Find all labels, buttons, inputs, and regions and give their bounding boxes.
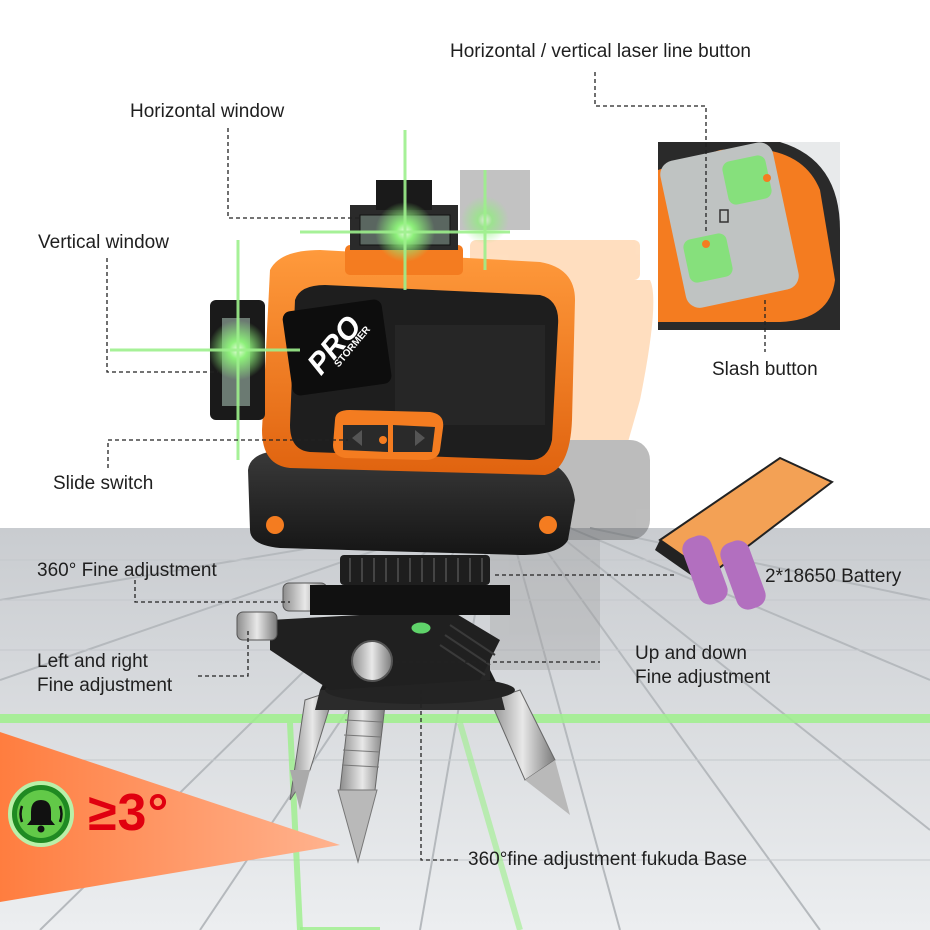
brand-logo: PRO STORMER — [282, 299, 392, 396]
bell-alarm-icon — [8, 781, 74, 847]
label-horizontal-window: Horizontal window — [130, 101, 285, 122]
tripod-base — [236, 555, 570, 864]
label-battery: 2*18650 Battery — [765, 566, 902, 587]
label-vertical-window: Vertical window — [38, 232, 169, 253]
hv-laser-line-button — [722, 155, 772, 205]
slash-button — [683, 233, 733, 283]
leg-right — [489, 689, 570, 815]
alarm-angle-text: ≥3° — [88, 784, 170, 842]
label-up-down-adjustment: Up and down Fine adjustment — [635, 642, 770, 690]
label-up-down-line2: Fine adjustment — [635, 667, 771, 688]
laser-line-floor — [0, 714, 930, 930]
label-up-down-line1: Up and down — [635, 643, 747, 664]
button-closeup-inset — [658, 142, 840, 330]
label-slide-switch: Slide switch — [53, 473, 154, 494]
label-left-right-line2: Fine adjustment — [37, 675, 173, 696]
label-left-right-adjustment: Left and right Fine adjustment — [37, 650, 172, 698]
alarm-banner — [0, 732, 340, 902]
slide-switch — [333, 410, 444, 460]
laser-level-body: PRO STORMER — [110, 130, 575, 555]
label-left-right-line1: Left and right — [37, 651, 148, 672]
leader-lines — [106, 72, 766, 861]
leg-front — [337, 699, 386, 864]
label-base: 360°fine adjustment fukuda Base — [468, 849, 748, 870]
left-right-knob — [236, 611, 278, 641]
battery-pack — [655, 456, 834, 610]
label-slash-button: Slash button — [712, 359, 818, 380]
label-hv-laser-button: Horizontal / vertical laser line button — [450, 41, 751, 62]
label-fine-360: 360° Fine adjustment — [37, 560, 217, 581]
battery-cell — [682, 535, 766, 610]
